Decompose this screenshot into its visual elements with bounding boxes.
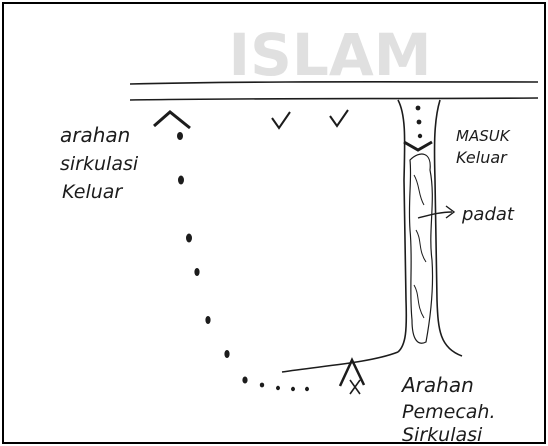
exit-dotted-path [177, 132, 309, 391]
path-dot [186, 234, 192, 243]
label-pemecah: Pemecah. [402, 401, 496, 423]
path-dot [177, 132, 183, 140]
turn-cross-mark [350, 380, 360, 394]
road-arrow-2 [330, 110, 348, 126]
watermark-text: ISLAM [229, 21, 432, 89]
label-padat: padat [461, 204, 515, 225]
exit-chevron [154, 112, 190, 128]
label-sirkulasi-bottom: Sirkulasi [402, 424, 483, 446]
corridor-left-wall [398, 100, 406, 352]
road-arrow-1 [272, 112, 290, 128]
path-dot [260, 383, 264, 388]
path-dot [205, 316, 210, 324]
entry-chevron [404, 142, 432, 150]
label-sirkulasi: sirkulasi [60, 153, 139, 175]
label-keluar-right: Keluar [456, 148, 508, 167]
path-dot [194, 268, 199, 276]
label-masuk: MASUK [456, 127, 511, 145]
path-dot [242, 377, 247, 384]
path-dot [291, 387, 295, 391]
label-keluar: Keluar [62, 181, 123, 203]
label-arahan: arahan [60, 123, 130, 147]
path-dot [178, 176, 184, 185]
road-line-bottom [130, 98, 538, 100]
label-arahan-pemecah: Arahan [400, 373, 474, 397]
entry-dot [417, 120, 422, 125]
entry-dot [416, 106, 421, 111]
path-dot [305, 387, 309, 391]
turn-path [282, 352, 398, 372]
dense-cluster-hatch [414, 175, 426, 318]
entry-dot [418, 134, 422, 138]
path-dot [224, 350, 229, 358]
path-dot [276, 386, 280, 390]
